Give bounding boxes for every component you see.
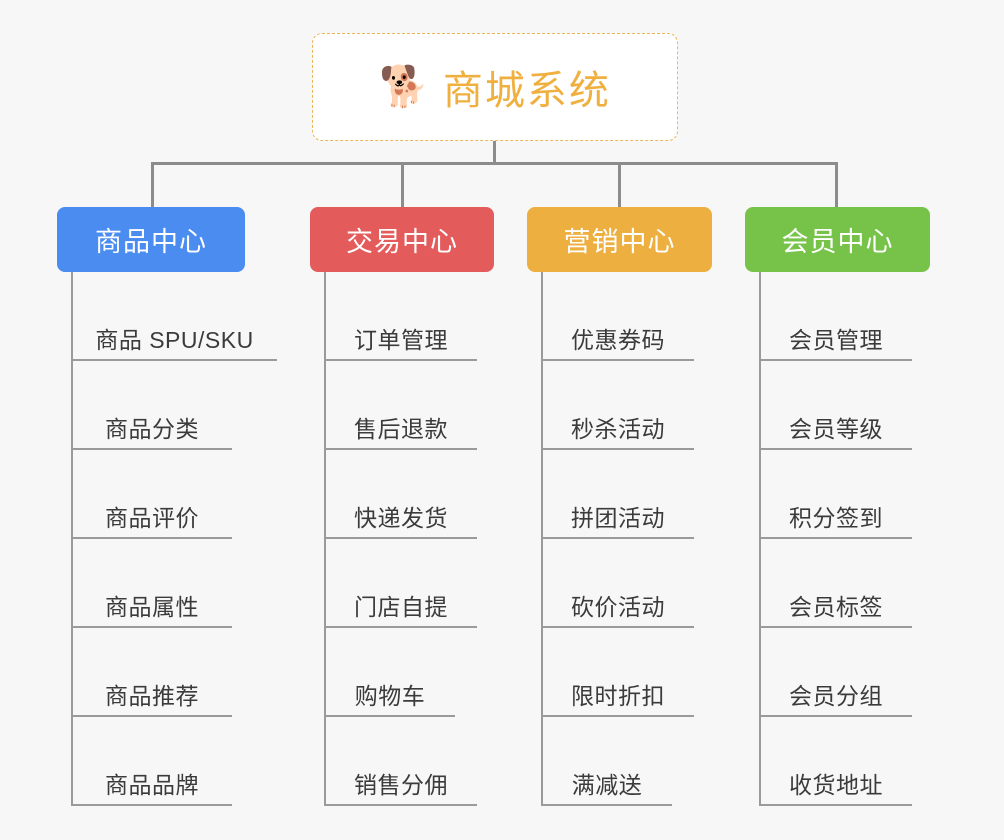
- leaf-label: 会员标签: [789, 594, 883, 620]
- branch-header-label: 交易中心: [346, 227, 458, 257]
- leaf-label: 商品品牌: [105, 772, 199, 798]
- leaf-label: 门店自提: [354, 594, 448, 620]
- leaf-label: 积分签到: [789, 505, 883, 531]
- leaf-item[interactable]: 商品品牌: [72, 717, 232, 806]
- leaf-item[interactable]: 会员分组: [760, 628, 912, 717]
- leaf-item[interactable]: 满减送: [542, 717, 672, 806]
- leaf-item[interactable]: 商品评价: [72, 450, 232, 539]
- branch-items-1: 商品 SPU/SKU 商品分类 商品评价 商品属性 商品推荐 商品品牌: [57, 272, 277, 806]
- branch-column-3: 营销中心 优惠券码 秒杀活动 拼团活动 砍价活动 限时折扣 满减送: [527, 207, 712, 806]
- branch-connector-2: [401, 162, 404, 208]
- leaf-item[interactable]: 收货地址: [760, 717, 912, 806]
- leaf-item[interactable]: 优惠券码: [542, 272, 694, 361]
- leaf-item[interactable]: 会员管理: [760, 272, 912, 361]
- leaf-item[interactable]: 售后退款: [325, 361, 477, 450]
- leaf-label: 会员等级: [789, 416, 883, 442]
- leaf-label: 优惠券码: [571, 327, 665, 353]
- root-node[interactable]: 🐕 商城系统: [312, 33, 678, 141]
- leaf-item[interactable]: 销售分佣: [325, 717, 477, 806]
- leaf-item[interactable]: 门店自提: [325, 539, 477, 628]
- branch-header-label: 商品中心: [95, 227, 207, 257]
- leaf-label: 售后退款: [354, 416, 448, 442]
- leaf-label: 砍价活动: [571, 594, 665, 620]
- leaf-item[interactable]: 会员标签: [760, 539, 912, 628]
- leaf-label: 销售分佣: [354, 772, 448, 798]
- leaf-item[interactable]: 商品属性: [72, 539, 232, 628]
- leaf-item[interactable]: 快递发货: [325, 450, 477, 539]
- leaf-item[interactable]: 订单管理: [325, 272, 477, 361]
- branch-connector-4: [835, 162, 838, 208]
- leaf-label: 商品评价: [105, 505, 199, 531]
- leaf-item[interactable]: 购物车: [325, 628, 455, 717]
- branch-header-label: 会员中心: [781, 227, 894, 257]
- branch-items-3: 优惠券码 秒杀活动 拼团活动 砍价活动 限时折扣 满减送: [527, 272, 712, 806]
- leaf-label: 商品推荐: [105, 683, 199, 709]
- leaf-label: 收货地址: [789, 772, 883, 798]
- leaf-item[interactable]: 拼团活动: [542, 450, 694, 539]
- leaf-label: 限时折扣: [571, 683, 665, 709]
- branch-items-4: 会员管理 会员等级 积分签到 会员标签 会员分组 收货地址: [745, 272, 930, 806]
- leaf-label: 拼团活动: [571, 505, 665, 531]
- leaf-item[interactable]: 秒杀活动: [542, 361, 694, 450]
- branch-spine: [759, 272, 761, 806]
- branch-connector-3: [618, 162, 621, 208]
- leaf-label: 商品分类: [105, 416, 199, 442]
- leaf-label: 满减送: [571, 772, 643, 798]
- root-drop-connector: [493, 141, 496, 165]
- branch-spine: [541, 272, 543, 806]
- leaf-label: 会员分组: [789, 683, 883, 709]
- leaf-item[interactable]: 限时折扣: [542, 628, 694, 717]
- leaf-item[interactable]: 商品推荐: [72, 628, 232, 717]
- leaf-item[interactable]: 商品 SPU/SKU: [72, 272, 277, 361]
- leaf-item[interactable]: 商品分类: [72, 361, 232, 450]
- leaf-label: 购物车: [354, 683, 426, 709]
- leaf-item[interactable]: 会员等级: [760, 361, 912, 450]
- leaf-item[interactable]: 砍价活动: [542, 539, 694, 628]
- root-title: 商城系统: [442, 69, 611, 113]
- leaf-label: 商品属性: [105, 594, 199, 620]
- leaf-label: 会员管理: [789, 327, 883, 353]
- branch-spine: [324, 272, 326, 806]
- branch-column-1: 商品中心 商品 SPU/SKU 商品分类 商品评价 商品属性 商品推荐 商品品牌: [57, 207, 277, 806]
- leaf-item[interactable]: 积分签到: [760, 450, 912, 539]
- branch-header-2[interactable]: 交易中心: [310, 207, 494, 272]
- horizontal-bus-connector: [151, 162, 838, 165]
- leaf-label: 商品 SPU/SKU: [95, 327, 254, 353]
- shiba-dog-icon: 🐕: [379, 65, 429, 109]
- branch-column-4: 会员中心 会员管理 会员等级 积分签到 会员标签 会员分组 收货地址: [745, 207, 930, 806]
- branch-column-2: 交易中心 订单管理 售后退款 快递发货 门店自提 购物车 销售分佣: [310, 207, 494, 806]
- branch-header-label: 营销中心: [563, 227, 676, 257]
- branch-items-2: 订单管理 售后退款 快递发货 门店自提 购物车 销售分佣: [310, 272, 494, 806]
- branch-header-4[interactable]: 会员中心: [745, 207, 930, 272]
- branch-header-1[interactable]: 商品中心: [57, 207, 245, 272]
- leaf-label: 订单管理: [354, 327, 448, 353]
- leaf-label: 秒杀活动: [571, 416, 665, 442]
- branch-header-3[interactable]: 营销中心: [527, 207, 712, 272]
- branch-spine: [71, 272, 73, 806]
- branch-connector-1: [151, 162, 154, 208]
- leaf-label: 快递发货: [354, 505, 448, 531]
